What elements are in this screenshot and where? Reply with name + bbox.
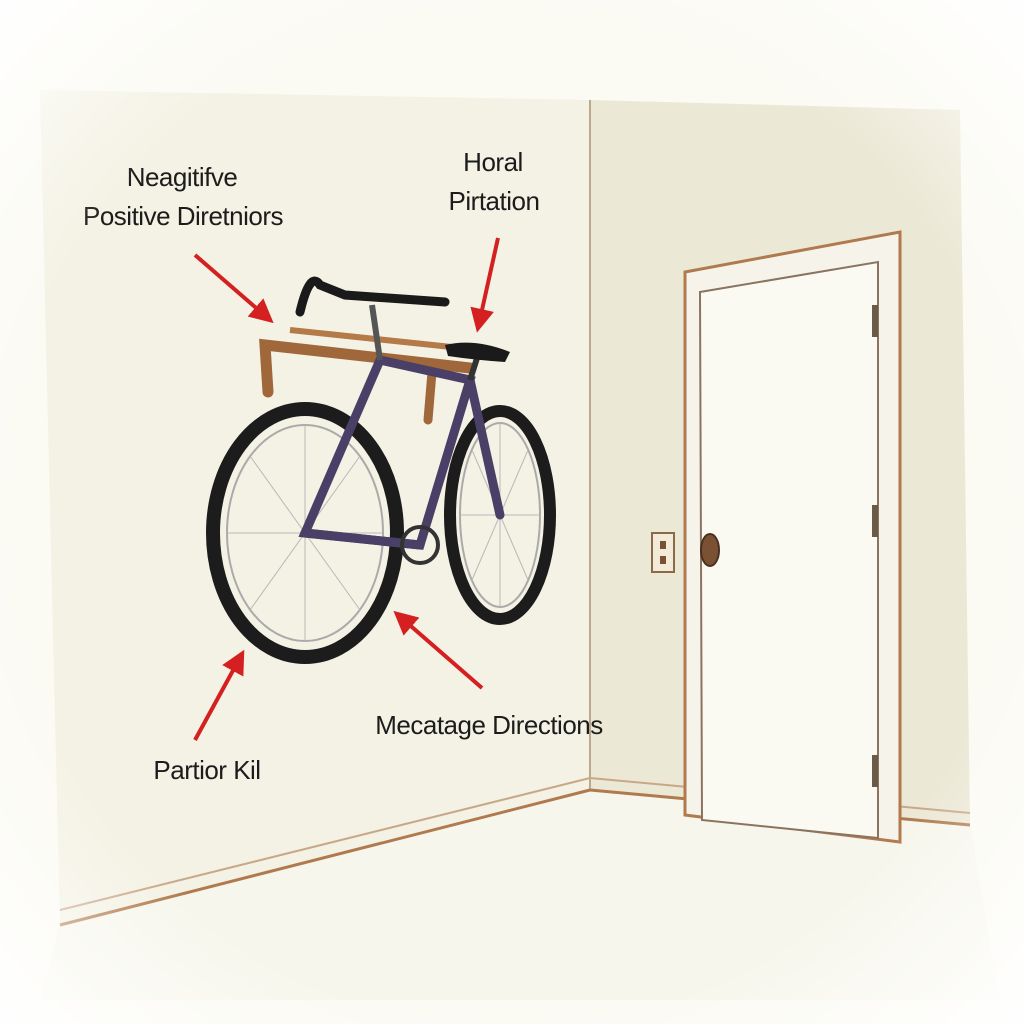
label-top-left-line2: Positive Diretniors (83, 201, 284, 231)
door[interactable] (698, 260, 879, 840)
label-top-right-line1: Horal (463, 147, 523, 177)
label-bottom-right: Mecatage Directions (375, 710, 603, 740)
light-switch-toggle (660, 541, 666, 549)
door-hinge-bottom (872, 755, 878, 787)
light-switch[interactable] (651, 532, 675, 573)
door-hinge-mid (872, 505, 878, 537)
label-bottom-left: Partior Kil (153, 755, 260, 785)
label-top-right-line2: Pirtation (449, 186, 540, 216)
door-hinge-top (872, 305, 878, 337)
label-top-left-line1: Neagitifve (127, 162, 238, 192)
door-knob[interactable] (700, 533, 720, 567)
light-switch-toggle-2 (660, 556, 666, 564)
